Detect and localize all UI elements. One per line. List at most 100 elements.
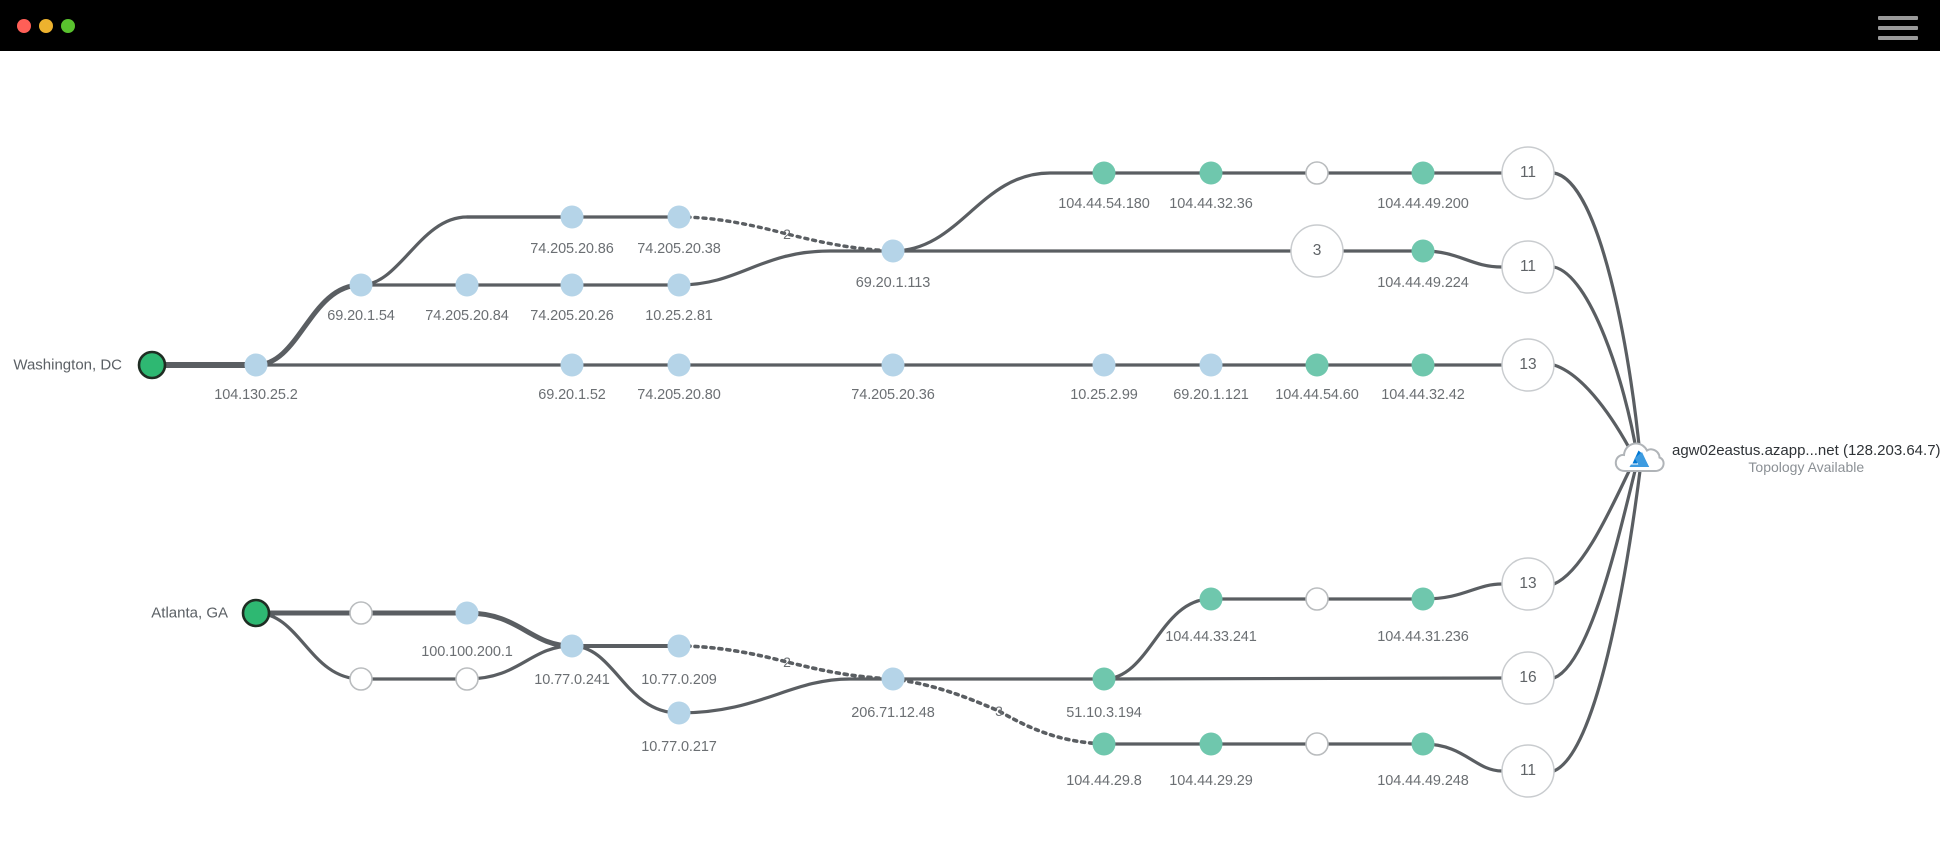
menu-bar-3 [1878,36,1918,40]
dc-hop-unknown-1[interactable] [1305,161,1329,185]
hop-label-206.71.12.48: 206.71.12.48 [851,705,935,721]
dc-hop-104.130.25.2[interactable] [244,353,268,377]
dc-hop-104.44.54.60[interactable] [1305,353,1329,377]
destination-name: agw02eastus.azapp...net (128.203.64.7) [1672,442,1940,459]
azure-cloud-icon[interactable] [1613,433,1665,483]
hop-label-74.205.20.38: 74.205.20.38 [637,241,721,257]
edge-atl-51-count16 [1102,676,1504,681]
hop-label-74.205.20.26: 74.205.20.26 [530,308,614,324]
site-label-atl: Atlanta, GA [151,604,228,622]
dc-hop-104.44.49.224[interactable] [1411,239,1435,263]
hopcount-dc-1-value: 11 [1519,164,1537,181]
hop-label-104.44.32.36: 104.44.32.36 [1169,196,1253,212]
hopcount-dc-1[interactable] [1501,146,1555,200]
dc-hop-69.20.1.54[interactable] [349,273,373,297]
hopcount-dc-3[interactable] [1501,338,1555,392]
hopcount-dc-mid[interactable] [1290,224,1344,278]
dc-hop-74.205.20.26[interactable] [560,273,584,297]
edge-count-atl-upper: 2 [783,654,791,670]
hop-label-104.44.32.42: 104.44.32.42 [1381,387,1465,403]
hop-label-100.100.200.1: 100.100.200.1 [421,644,513,660]
atl-hop-51.10.3.194[interactable] [1092,667,1116,691]
hopcount-dc-mid-value: 3 [1312,242,1322,259]
edge-atl-217-merge [677,677,895,715]
hop-label-10.77.0.241: 10.77.0.241 [534,672,610,688]
dc-hop-74.205.20.80[interactable] [667,353,691,377]
atl-hop-104.44.49.248[interactable] [1411,732,1435,756]
dc-hop-104.44.49.200[interactable] [1411,161,1435,185]
edge-atl-2-azure [1552,461,1639,680]
hop-label-104.130.25.2: 104.130.25.2 [214,387,298,403]
dc-hop-104.44.32.42[interactable] [1411,353,1435,377]
dc-hop-69.20.1.121[interactable] [1199,353,1223,377]
edge-dc-2-azure [1552,265,1639,457]
atl-hop-unknown-u1[interactable] [349,601,373,625]
atl-hop-104.44.29.29[interactable] [1199,732,1223,756]
hopcount-atl-1[interactable] [1501,557,1555,611]
dc-hop-104.44.54.180[interactable] [1092,161,1116,185]
menu-bar-2 [1878,26,1918,30]
edge-atl-dotted-2 [677,644,895,681]
atl-hop-104.44.33.241[interactable] [1199,587,1223,611]
atl-hop-unknown-l2[interactable] [455,667,479,691]
hop-label-10.25.2.99: 10.25.2.99 [1070,387,1138,403]
dc-hop-74.205.20.86[interactable] [560,205,584,229]
hopcount-circles-layer [1290,146,1555,798]
dc-hop-10.25.2.99[interactable] [1092,353,1116,377]
hop-label-69.20.1.113: 69.20.1.113 [855,275,931,291]
edge-dc-row2b [1421,249,1504,269]
hop-label-104.44.49.224: 104.44.49.224 [1377,275,1469,291]
dc-hop-10.25.2.81[interactable] [667,273,691,297]
edge-count-atl-lower: 3 [995,703,1003,719]
minimize-window-button[interactable] [39,19,53,33]
atl-hop-206.71.12.48[interactable] [881,667,905,691]
window-controls [17,19,75,33]
atl-hop-unknown-u2[interactable] [1305,587,1329,611]
dc-hop-74.205.20.38[interactable] [667,205,691,229]
azure-a-body [1629,452,1650,467]
dc-hop-104.44.32.36[interactable] [1199,161,1223,185]
edge-atl-upper-count [1421,582,1504,601]
atl-hop-unknown-l1[interactable] [349,667,373,691]
atl-hop-104.44.31.236[interactable] [1411,587,1435,611]
hamburger-menu-icon[interactable] [1878,13,1922,43]
atl-hop-10.77.0.241[interactable] [560,634,584,658]
hopcount-dc-2[interactable] [1501,240,1555,294]
edge-count-dc: 2 [783,226,791,242]
dc-hop-69.20.1.113[interactable] [881,239,905,263]
atl-hop-10.77.0.217[interactable] [667,701,691,725]
edge-dc-merge-teal-up [891,171,1106,253]
edge-atl-bottom-count [1421,742,1504,773]
atl-hop-unknown-b1[interactable] [1305,732,1329,756]
atl-hop-10.77.0.209[interactable] [667,634,691,658]
zoom-window-button[interactable] [61,19,75,33]
hop-label-10.25.2.81: 10.25.2.81 [645,308,713,324]
hop-label-104.44.54.60: 104.44.54.60 [1275,387,1359,403]
edge-dc-branch-upper [359,215,574,287]
dc-hop-74.205.20.84[interactable] [455,273,479,297]
close-window-button[interactable] [17,19,31,33]
atl-source[interactable] [241,598,271,628]
hop-label-51.10.3.194: 51.10.3.194 [1066,705,1142,721]
menu-bar-1 [1878,16,1918,20]
topology-canvas[interactable]: agw02eastus.azapp...net (128.203.64.7) T… [0,51,1940,864]
atl-hop-104.44.29.8[interactable] [1092,732,1116,756]
hop-label-74.205.20.36: 74.205.20.36 [851,387,935,403]
dc-hop-69.20.1.52[interactable] [560,353,584,377]
hop-label-104.44.29.29: 104.44.29.29 [1169,773,1253,789]
atl-hop-100.100.200.1[interactable] [455,601,479,625]
edge-dc-middle-merge [677,249,895,287]
dc-source[interactable] [137,350,167,380]
hop-label-104.44.31.236: 104.44.31.236 [1377,629,1469,645]
hop-label-104.44.49.200: 104.44.49.200 [1377,196,1469,212]
dc-hop-74.205.20.36[interactable] [881,353,905,377]
hopcount-atl-3[interactable] [1501,744,1555,798]
hopcount-atl-1-value: 13 [1519,575,1537,592]
hop-label-10.77.0.217: 10.77.0.217 [641,739,717,755]
topology-graph [137,146,1643,798]
hopcount-atl-2[interactable] [1501,651,1555,705]
hop-label-104.44.33.241: 104.44.33.241 [1165,629,1257,645]
edge-atl-51-up [1102,597,1213,681]
destination-endpoint[interactable]: agw02eastus.azapp...net (128.203.64.7) T… [1672,442,1940,476]
edge-atl-1-azure [1552,461,1635,586]
